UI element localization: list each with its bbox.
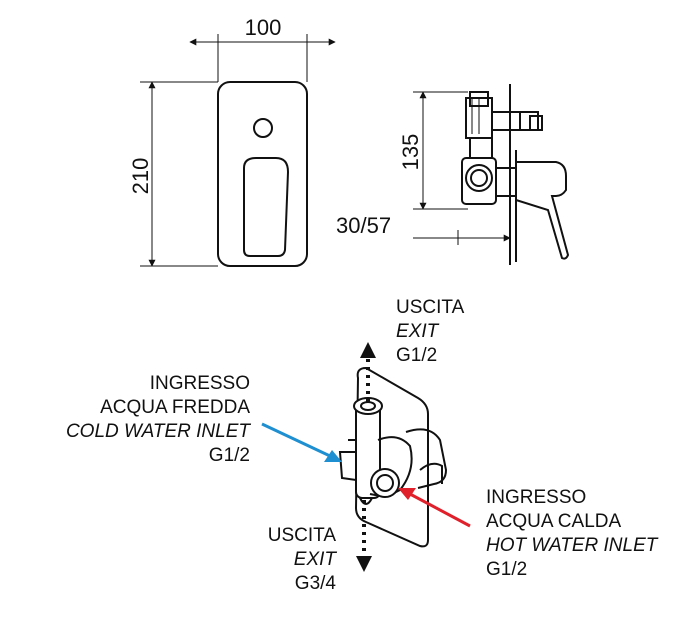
exit-bottom-size: G3/4 bbox=[294, 573, 336, 594]
exit-bottom-en: EXIT bbox=[293, 549, 336, 570]
exit-top-label: USCITA EXIT G1/2 bbox=[396, 296, 464, 368]
hot-inlet-en: HOT WATER INLET bbox=[486, 535, 658, 556]
front-view bbox=[140, 34, 336, 267]
cold-inlet-line1: INGRESSO bbox=[149, 373, 250, 394]
width-dimension-label: 100 bbox=[244, 15, 282, 40]
hot-inlet-line2: ACQUA CALDA bbox=[486, 511, 622, 532]
cold-inlet-label: INGRESSO ACQUA FREDDA COLD WATER INLET G… bbox=[40, 372, 250, 468]
hot-inlet-label: INGRESSO ACQUA CALDA HOT WATER INLET G1/… bbox=[486, 486, 657, 582]
exit-top-size: G1/2 bbox=[396, 345, 438, 366]
hot-inlet-size: G1/2 bbox=[486, 559, 528, 580]
hot-inlet-arrow bbox=[398, 488, 471, 528]
iso-plate bbox=[354, 366, 429, 548]
isometric-view bbox=[338, 366, 448, 548]
height-dimension-label: 210 bbox=[128, 157, 153, 195]
iso-hot-outlet bbox=[370, 468, 400, 498]
side-outlet-ring bbox=[465, 164, 493, 192]
diverter-knob bbox=[253, 118, 273, 138]
exit-top-en: EXIT bbox=[396, 321, 439, 342]
depth-135-label: 135 bbox=[398, 133, 423, 171]
exit-bottom-it: USCITA bbox=[267, 525, 336, 546]
side-view bbox=[413, 84, 570, 265]
exit-bottom-label: USCITA EXIT G3/4 bbox=[236, 524, 336, 596]
exit-bottom-arrow bbox=[356, 500, 372, 572]
cold-inlet-line2: ACQUA FREDDA bbox=[100, 397, 250, 418]
exit-top-it: USCITA bbox=[396, 297, 465, 318]
hot-inlet-line1: INGRESSO bbox=[486, 487, 587, 508]
depth-range-label: 30/57 bbox=[336, 213, 392, 238]
cold-inlet-size: G1/2 bbox=[208, 445, 250, 466]
cold-inlet-arrow bbox=[261, 422, 342, 462]
side-lever bbox=[515, 161, 570, 260]
front-plate bbox=[217, 81, 308, 267]
lever-handle bbox=[243, 157, 290, 257]
exit-top-arrow bbox=[360, 342, 376, 402]
cold-inlet-en: COLD WATER INLET bbox=[65, 421, 250, 442]
